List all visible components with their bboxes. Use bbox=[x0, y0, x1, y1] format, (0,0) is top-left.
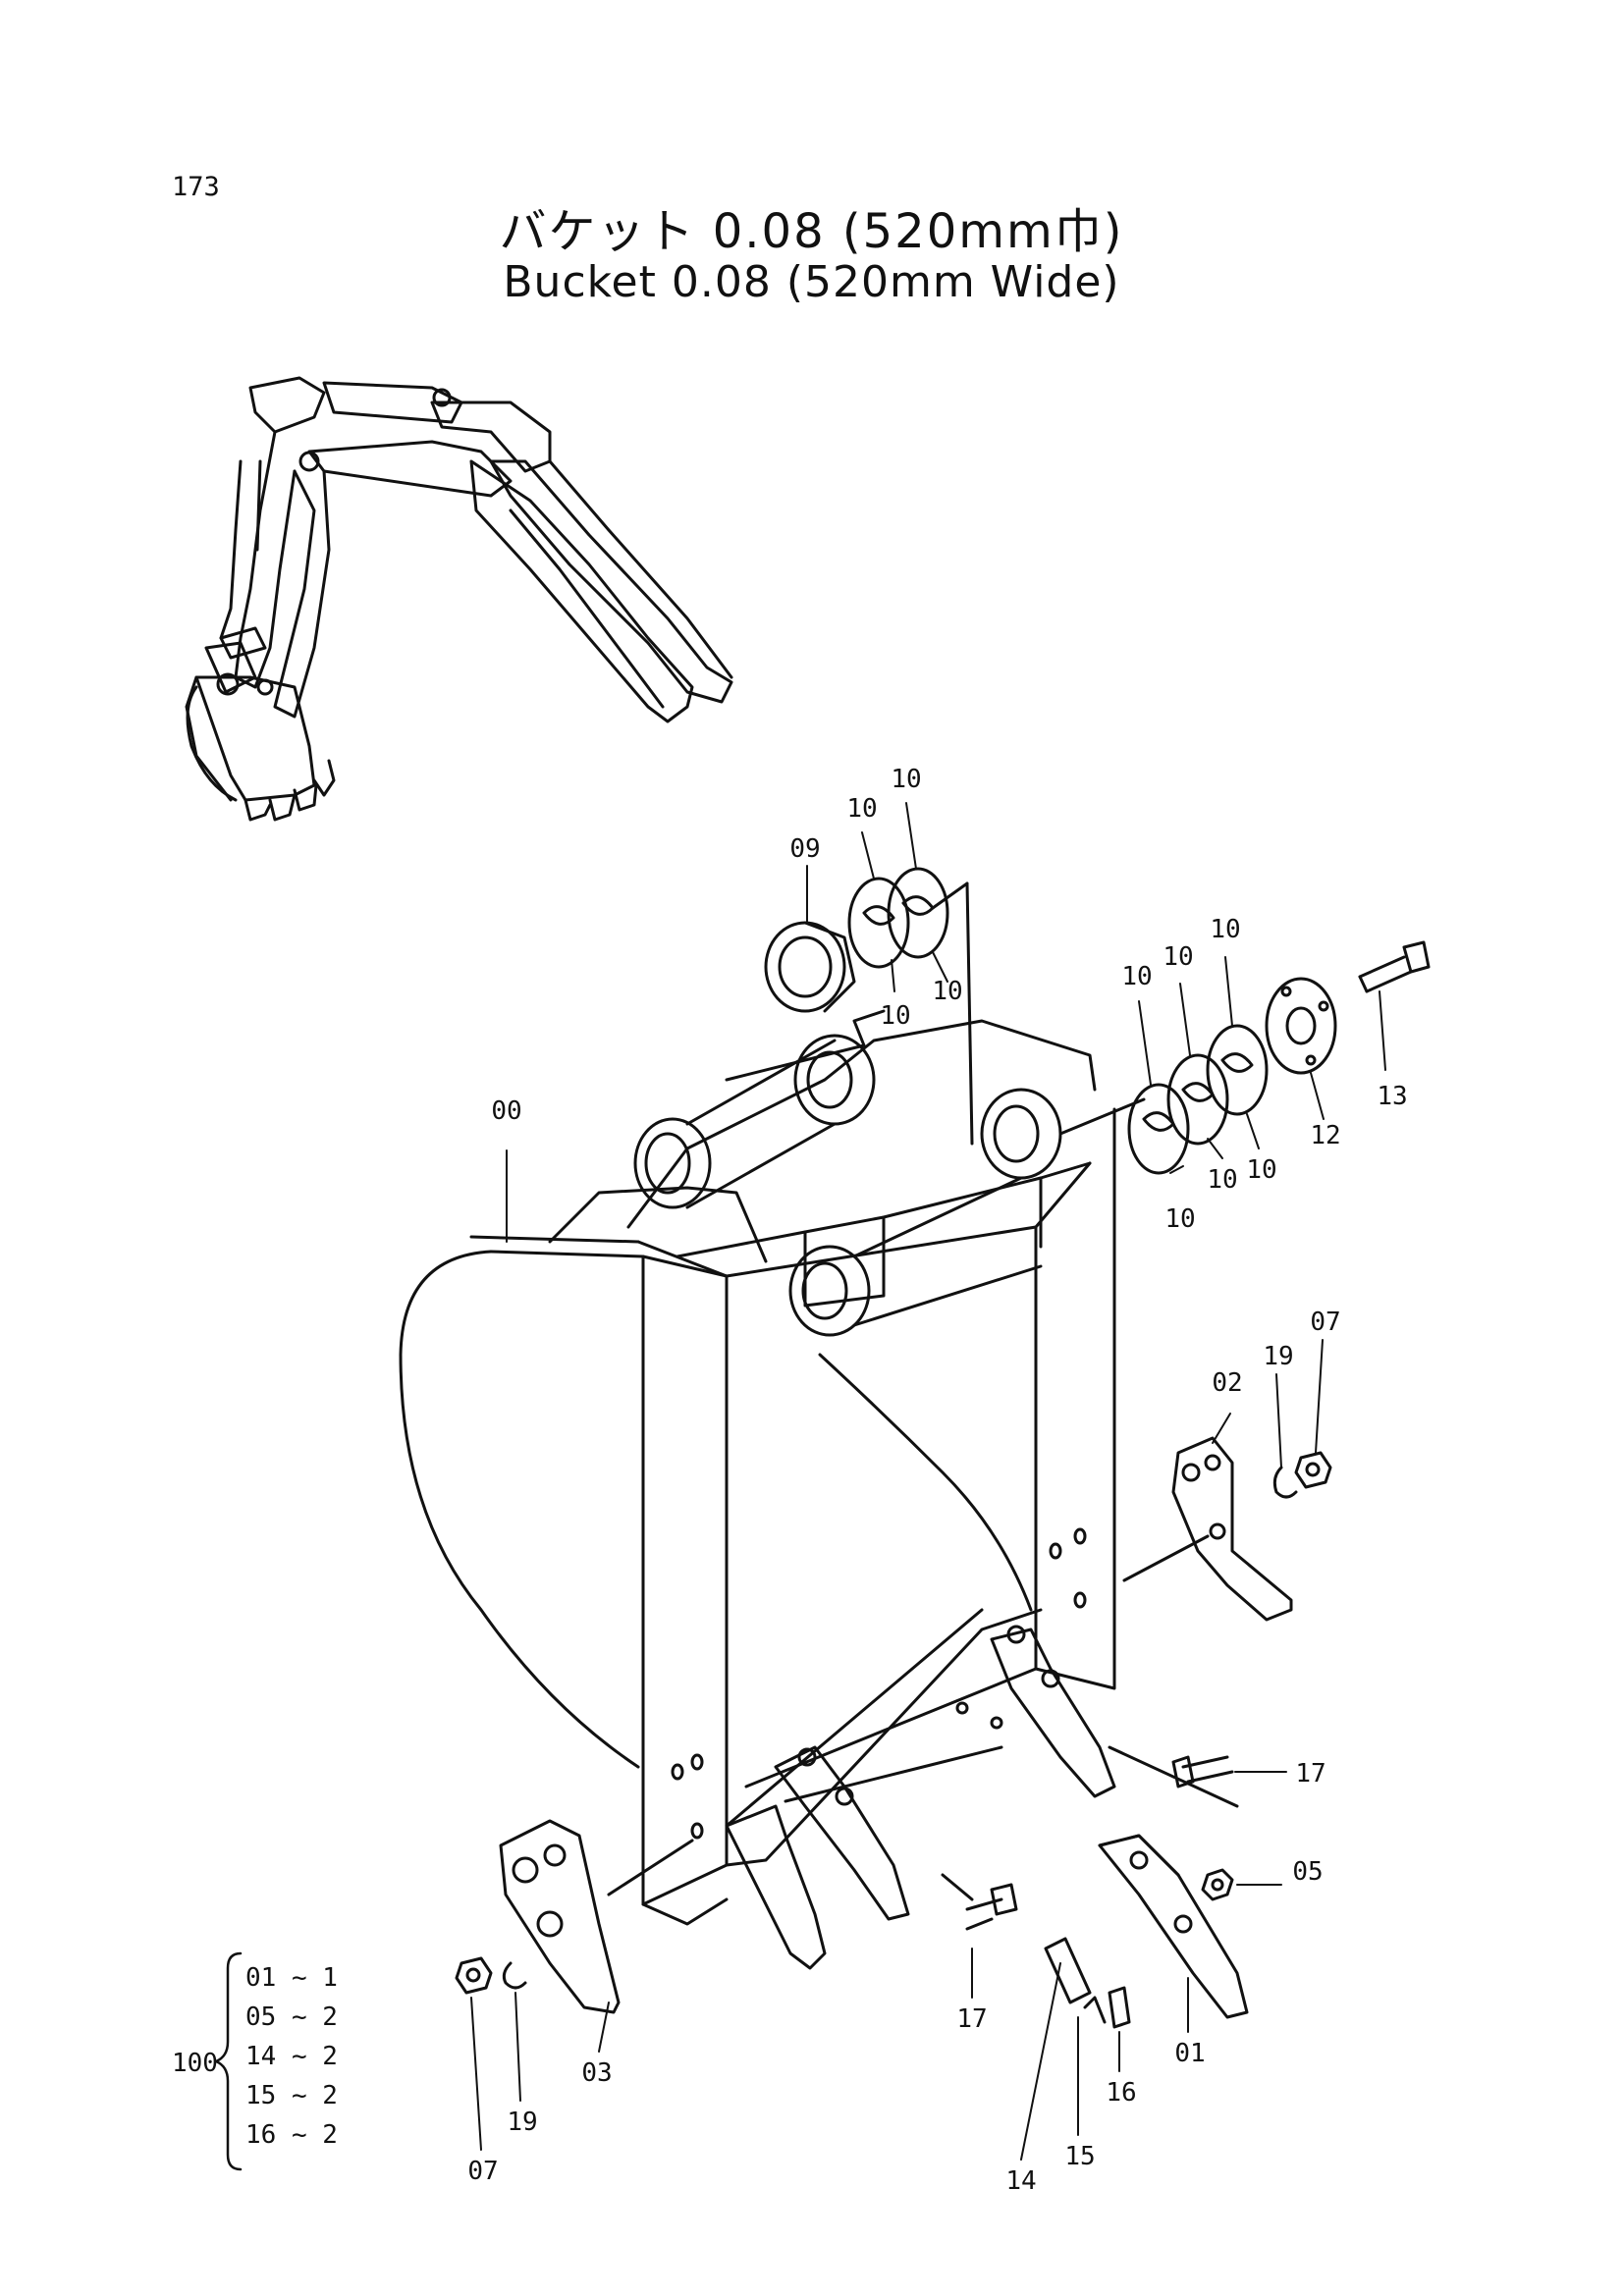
callout-07: 07 bbox=[467, 2157, 498, 2186]
kit-row: 15 ~ 2 bbox=[245, 2081, 338, 2110]
callout-10: 10 bbox=[1121, 962, 1152, 991]
callout-16: 16 bbox=[1106, 2078, 1136, 2108]
callout-10: 10 bbox=[1207, 1165, 1237, 1195]
leader-lines bbox=[470, 802, 1386, 2161]
callout-19: 19 bbox=[507, 2108, 537, 2137]
shims-washer-bolt-right bbox=[1058, 940, 1431, 1175]
callout-15: 15 bbox=[1064, 2142, 1095, 2171]
kit-row: 16 ~ 2 bbox=[245, 2120, 338, 2150]
bucket-bosses bbox=[633, 1034, 1062, 1337]
seal-and-shims-upper bbox=[764, 867, 974, 1146]
part-callouts: 10 10 09 10 10 10 10 10 13 00 12 10 10 1… bbox=[467, 765, 1407, 2196]
callout-19: 19 bbox=[1263, 1342, 1293, 1371]
callout-10: 10 bbox=[891, 765, 921, 794]
callout-10: 10 bbox=[1246, 1155, 1276, 1185]
tooth-hardware bbox=[941, 1745, 1239, 2029]
callout-12: 12 bbox=[1310, 1121, 1340, 1150]
bucket-teeth bbox=[725, 1625, 1249, 2019]
kit-row: 14 ~ 2 bbox=[245, 2042, 338, 2071]
callout-14: 14 bbox=[1005, 2166, 1036, 2196]
side-cutter-left bbox=[455, 1819, 694, 2014]
callout-09: 09 bbox=[789, 834, 820, 864]
page-number: 173 bbox=[172, 172, 220, 202]
callout-13: 13 bbox=[1377, 1082, 1407, 1111]
callout-03: 03 bbox=[581, 2058, 612, 2088]
callout-10: 10 bbox=[1163, 942, 1193, 972]
title-english: Bucket 0.08 (520mm Wide) bbox=[503, 257, 1120, 307]
callout-01: 01 bbox=[1174, 2039, 1205, 2068]
callout-02: 02 bbox=[1212, 1368, 1242, 1398]
callout-10: 10 bbox=[1210, 915, 1240, 944]
callout-10: 10 bbox=[1164, 1204, 1195, 1234]
kit-number: 100 bbox=[172, 2049, 218, 2078]
title-japanese: バケット 0.08 (520mm巾) bbox=[499, 204, 1124, 259]
side-cutter-right bbox=[1122, 1436, 1332, 1622]
kit-list: 100 01 ~ 1 05 ~ 2 14 ~ 2 15 ~ 2 16 ~ 2 bbox=[172, 1963, 338, 2150]
callout-10: 10 bbox=[932, 977, 962, 1006]
excavator-arm-illustration bbox=[185, 376, 733, 822]
callout-05: 05 bbox=[1292, 1857, 1323, 1887]
callout-10: 10 bbox=[846, 794, 877, 824]
callout-17: 17 bbox=[956, 2004, 987, 2034]
kit-row: 01 ~ 1 bbox=[245, 1963, 338, 1993]
bucket-body bbox=[399, 1009, 1116, 1926]
callout-00: 00 bbox=[491, 1096, 521, 1126]
callout-10: 10 bbox=[880, 1001, 910, 1031]
kit-row: 05 ~ 2 bbox=[245, 2002, 338, 2032]
callout-17: 17 bbox=[1295, 1759, 1325, 1789]
bucket-holes bbox=[671, 1527, 1087, 1840]
callout-07: 07 bbox=[1310, 1308, 1340, 1337]
kit-brace bbox=[214, 1951, 243, 2171]
